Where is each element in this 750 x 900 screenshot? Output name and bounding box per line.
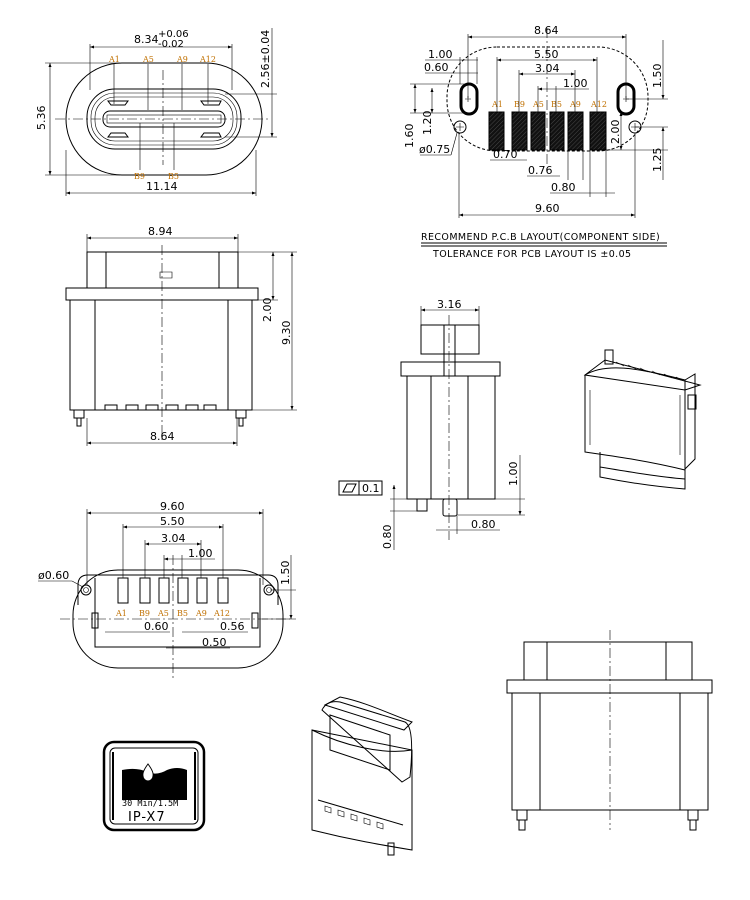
dim-tol-plus: +0.06 <box>158 29 189 40</box>
dim-hole-dia: ø0.75 <box>419 143 450 156</box>
dim-bottom-inner: 3.04 <box>161 532 186 545</box>
pin-label: B5 <box>177 609 188 618</box>
pin-label: B9 <box>139 609 150 618</box>
pin-labels-top: A1 A5 A9 A12 <box>108 55 216 110</box>
flatness-icon <box>342 483 357 493</box>
front-view: 8.34 +0.06 -0.02 5.36 2.56±0.04 11.14 A1… <box>35 28 277 196</box>
dim-overall-width: 11.14 <box>146 180 178 193</box>
bottom-view: A1 B9 A5 B5 A9 A12 9.60 5.50 3.04 1.00 ø… <box>38 500 296 680</box>
pin-label: A9 <box>195 609 207 618</box>
dim-pad-w2: 0.80 <box>551 181 576 194</box>
flatness-callout: 0.1 <box>338 480 383 496</box>
side-view: 8.94 2.00 9.30 8.64 <box>65 225 297 446</box>
dim-slot-height: 1.20 <box>421 111 434 136</box>
dim-bottom-d2: 0.56 <box>220 620 245 633</box>
dim-right-top: 1.50 <box>651 64 664 89</box>
dim-flange-height: 2.00 <box>261 298 274 323</box>
pcb-tolerance: TOLERANCE FOR PCB LAYOUT IS ±0.05 <box>432 249 632 260</box>
pads <box>488 111 607 151</box>
dim-bottom-hole-dia: ø0.60 <box>38 569 69 582</box>
isometric-view-bottom <box>311 696 413 856</box>
dim-pitch: 1.00 <box>563 77 588 90</box>
dim-end-top-width: 3.16 <box>437 298 462 311</box>
dim-pin-span: 8.64 <box>150 430 175 443</box>
pad-label: A12 <box>590 100 607 109</box>
dim-pad-width: 0.70 <box>493 148 518 161</box>
pin-label: B5 <box>168 172 179 181</box>
dim-bottom-pitch: 1.00 <box>188 547 213 560</box>
water-icon <box>122 768 187 800</box>
dim-tol-minus: -0.02 <box>158 39 184 50</box>
ip-x7-badge: 30 Min/1.5M IP-X7 <box>102 740 206 832</box>
pin-label: A1 <box>115 609 127 618</box>
pin-label: A9 <box>176 55 188 64</box>
dim-pin-height: 1.00 <box>507 462 520 487</box>
pad-label: B9 <box>514 100 525 109</box>
dim-bottom-d1: 0.60 <box>144 620 169 633</box>
pcb-layout-view: A1 B9 A5 B5 A9 A12 8.64 5.50 3.04 1.00 1… <box>403 24 668 260</box>
dim-height: 5.36 <box>35 106 48 131</box>
dim-outer-pads: 5.50 <box>534 48 559 61</box>
hole-left <box>453 120 467 134</box>
dim-bottom-offset: 1.50 <box>279 561 292 586</box>
pin-label: A5 <box>157 609 169 618</box>
pin-label: A12 <box>199 55 216 64</box>
dim-bottom-hole-span: 9.60 <box>160 500 185 513</box>
pcb-caption: RECOMMEND P.C.B LAYOUT(COMPONENT SIDE) <box>421 232 660 243</box>
dim-slot-offset: 1.60 <box>403 124 416 149</box>
dim-top-width: 8.94 <box>148 225 173 238</box>
drop-icon <box>142 763 154 782</box>
dim-pad-gap: 0.76 <box>528 164 553 177</box>
dim-right-bottom: 1.25 <box>651 148 664 173</box>
dim-overall: 8.64 <box>534 24 559 37</box>
pin-label: A1 <box>108 55 120 64</box>
dim-total-height: 9.30 <box>280 321 293 346</box>
dim-slot-length: 1.00 <box>428 48 453 61</box>
pin-label: A12 <box>213 609 230 618</box>
flatness-value: 0.1 <box>362 482 380 495</box>
dim-width: 8.34 <box>134 33 159 46</box>
dim-pad-length: 2.00 <box>609 120 622 145</box>
isometric-view-top <box>583 349 702 490</box>
pin-label: A5 <box>142 55 154 64</box>
side-view-bottom-right <box>506 630 713 831</box>
pad-label: B5 <box>551 100 562 109</box>
ip-rating: IP-X7 <box>128 810 166 825</box>
dim-inner-pads: 3.04 <box>535 62 560 75</box>
ip-spec: 30 Min/1.5M <box>122 799 178 809</box>
dim-bottom-outer: 5.50 <box>160 515 185 528</box>
dim-pin-len: 0.80 <box>381 525 394 550</box>
dim-hole-span: 9.60 <box>535 202 560 215</box>
dim-bottom-d3: 0.50 <box>202 636 227 649</box>
dim-slot-width: 0.60 <box>424 61 449 74</box>
dim-pin-offset: 0.80 <box>471 518 496 531</box>
dim-inner-height: 2.56±0.04 <box>259 30 272 88</box>
pin-label: B9 <box>134 172 145 181</box>
end-view: 3.16 0.1 0.80 1.00 0.80 <box>338 298 525 550</box>
